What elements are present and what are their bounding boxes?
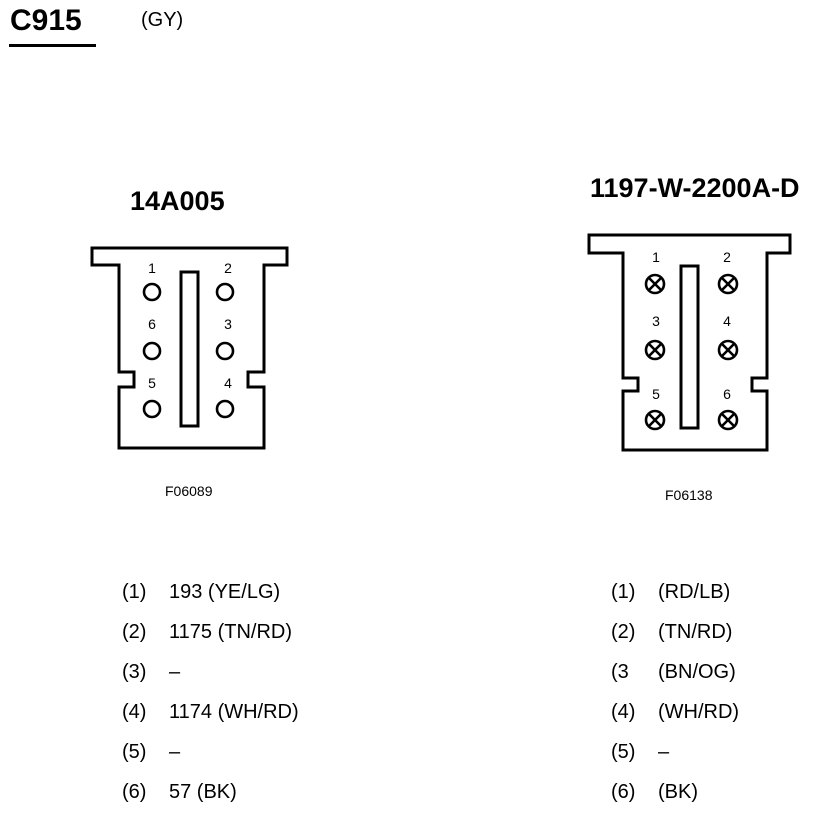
pin-number: (1) bbox=[611, 581, 636, 603]
pin-number: (5) bbox=[611, 741, 636, 763]
pin-number: (5) bbox=[122, 741, 147, 763]
wire-circuit: 1174 (WH/RD) bbox=[169, 701, 299, 723]
right-pin-2-crossed-socket bbox=[717, 273, 739, 295]
left-figure-id: F06089 bbox=[165, 483, 213, 499]
left-pin-label: 5 bbox=[148, 375, 156, 391]
left-connector-outline bbox=[90, 246, 289, 450]
wire-circuit: – bbox=[169, 661, 181, 683]
left-pin-label: 6 bbox=[148, 316, 156, 332]
wire-color: (TN/RD) bbox=[658, 621, 733, 643]
pin-number: (6) bbox=[611, 781, 636, 803]
right-pin-label: 2 bbox=[723, 249, 731, 265]
left-connector-key-slot bbox=[179, 270, 200, 428]
wire-circuit: – bbox=[169, 741, 181, 763]
right-connector-face bbox=[587, 233, 792, 452]
right-pinout-list: (1) (RD/LB) (2) (TN/RD) (3 (BN/OG) (4) (… bbox=[611, 580, 811, 810]
right-pin-label: 6 bbox=[723, 386, 731, 402]
pin-number: (2) bbox=[611, 621, 636, 643]
left-pinout-list: (1) 193 (YE/LG) (2) 1175 (TN/RD) (3) – (… bbox=[122, 580, 382, 810]
right-pin-6-crossed-socket bbox=[717, 409, 739, 431]
connector-color-code: (GY) bbox=[141, 9, 184, 31]
pin-number: (3) bbox=[122, 661, 147, 683]
right-pin-4-crossed-socket bbox=[717, 339, 739, 361]
right-pin-1-crossed-socket bbox=[644, 273, 666, 295]
wire-color: (WH/RD) bbox=[658, 701, 740, 723]
wire-color: (RD/LB) bbox=[658, 581, 731, 603]
left-pin-2-socket bbox=[215, 282, 235, 302]
right-pin-label: 5 bbox=[652, 386, 660, 402]
wire-circuit: 193 (YE/LG) bbox=[169, 581, 281, 603]
left-pin-label: 2 bbox=[224, 260, 232, 276]
wire-color: (BK) bbox=[658, 781, 698, 803]
title-underline bbox=[9, 44, 96, 47]
wire-color: (BN/OG) bbox=[658, 661, 736, 683]
left-pin-5-socket bbox=[142, 399, 162, 419]
pin-number: (1) bbox=[122, 581, 147, 603]
right-pin-3-crossed-socket bbox=[644, 339, 666, 361]
left-pin-1-socket bbox=[142, 282, 162, 302]
left-pin-label: 1 bbox=[148, 260, 156, 276]
right-pin-label: 4 bbox=[723, 313, 731, 329]
left-pin-label: 3 bbox=[224, 316, 232, 332]
pin-number: (6) bbox=[122, 781, 147, 803]
wire-circuit: 57 (BK) bbox=[169, 781, 237, 803]
right-connector-key-slot bbox=[679, 264, 700, 430]
left-connector-face bbox=[90, 246, 289, 450]
left-pin-label: 4 bbox=[224, 375, 232, 391]
right-connector-outline bbox=[587, 233, 792, 452]
pin-number: (4) bbox=[122, 701, 147, 723]
left-pin-6-socket bbox=[142, 341, 162, 361]
right-pin-5-crossed-socket bbox=[644, 409, 666, 431]
pin-number: (2) bbox=[122, 621, 147, 643]
wire-circuit: 1175 (TN/RD) bbox=[169, 621, 292, 643]
connector-id-title: C915 bbox=[10, 4, 82, 37]
wire-color: – bbox=[658, 741, 670, 763]
right-pin-label: 1 bbox=[652, 249, 660, 265]
right-figure-id: F06138 bbox=[665, 487, 713, 503]
right-connector-part-number: 1197-W-2200A-D bbox=[590, 173, 800, 203]
left-pin-3-socket bbox=[215, 341, 235, 361]
pin-number: (3 bbox=[611, 661, 629, 683]
left-connector-part-number: 14A005 bbox=[130, 186, 225, 216]
pin-number: (4) bbox=[611, 701, 636, 723]
right-pin-label: 3 bbox=[652, 313, 660, 329]
left-pin-4-socket bbox=[215, 399, 235, 419]
